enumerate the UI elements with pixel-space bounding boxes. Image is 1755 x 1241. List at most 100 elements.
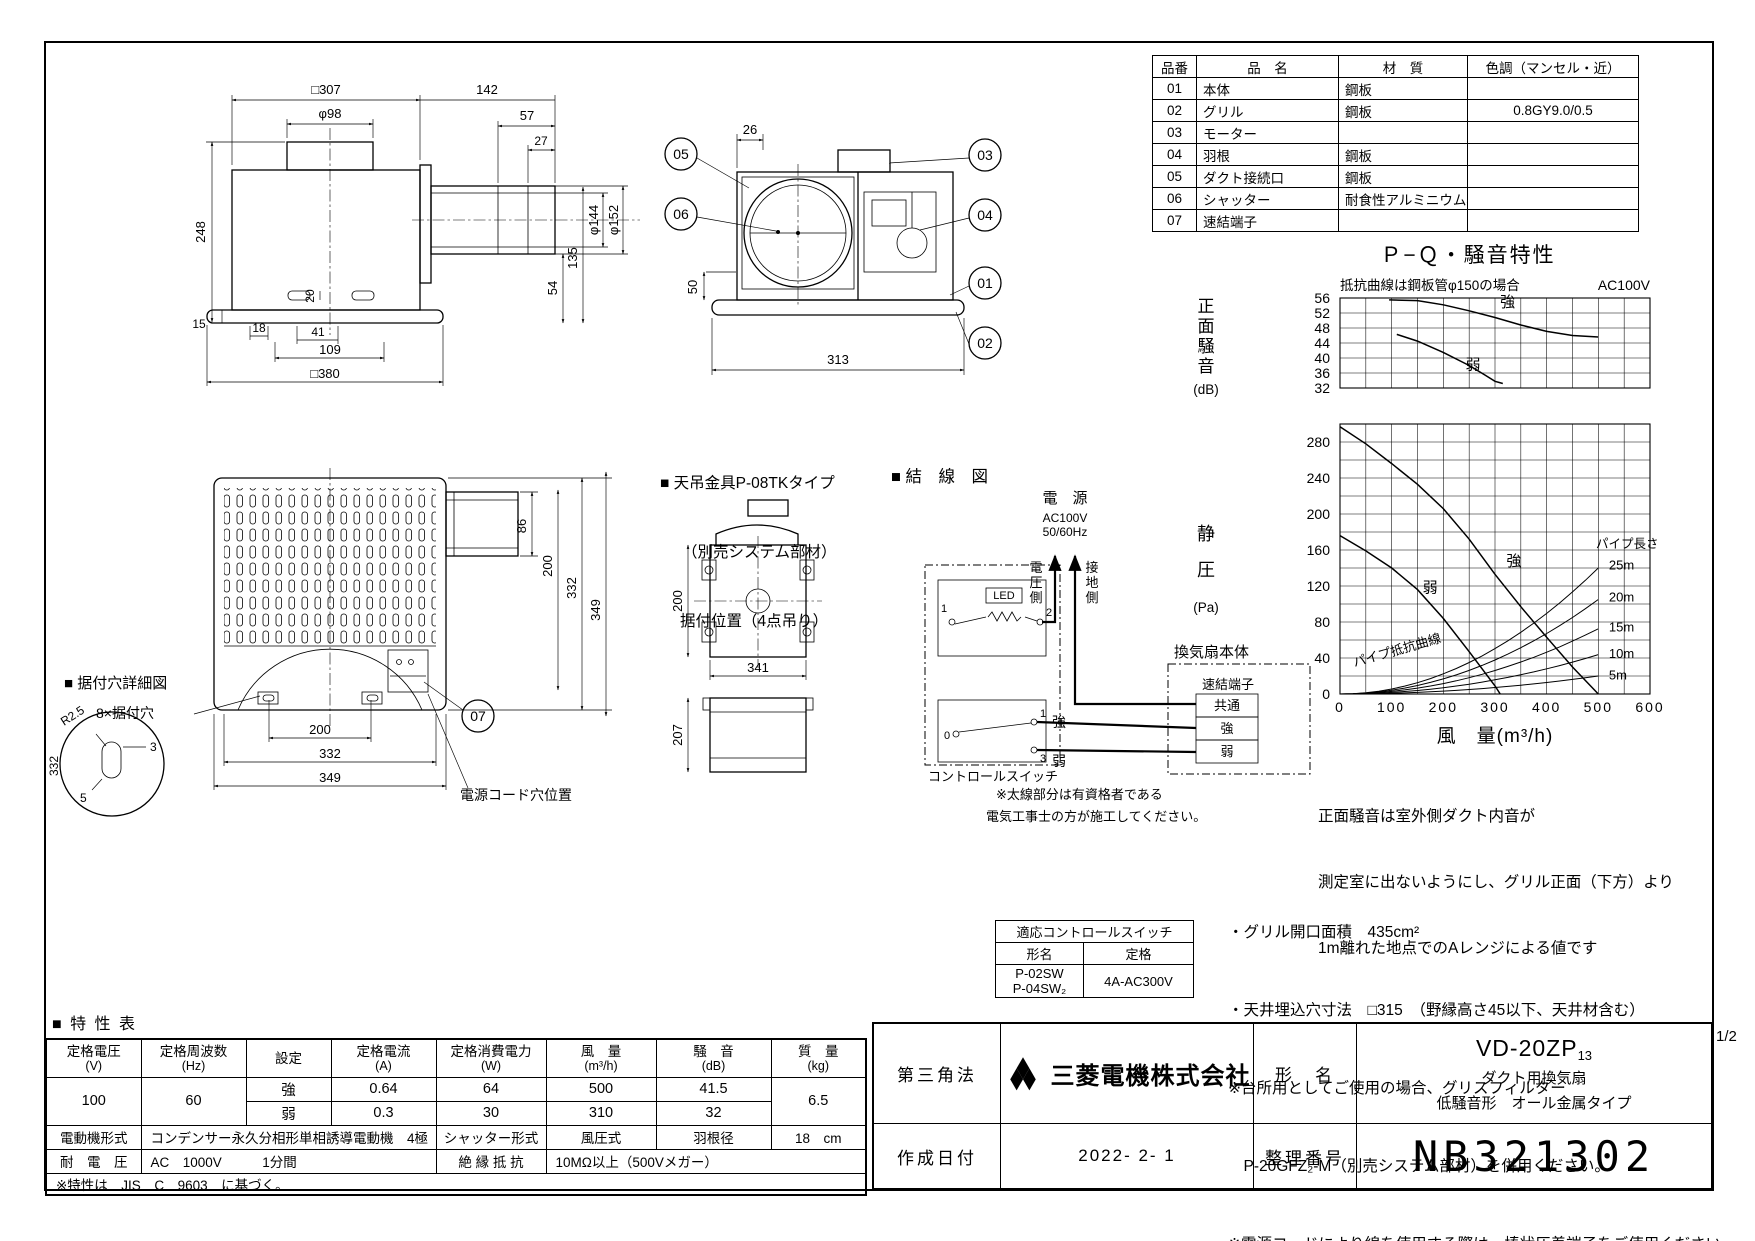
pipe-curve-annotation: パイプ抵抗曲線 <box>1351 630 1443 670</box>
noise-ytick: 44 <box>1314 335 1330 351</box>
wiring-note-1: ※太線部分は有資格者である <box>996 787 1163 802</box>
dim-label: 135 <box>565 247 580 269</box>
page-number: 1/2 <box>1716 1028 1737 1045</box>
col-header-name: 品 名 <box>1196 55 1339 78</box>
model-description: ダクト用換気扇 <box>1481 1069 1587 1087</box>
col-header-color: 色調（マンセル・近） <box>1467 55 1639 78</box>
spec-header-row: 定格電圧(V) 定格周波数(Hz) 設定 定格電流(A) 定格消費電力(W) 風… <box>45 1038 867 1078</box>
dim-label: R2.5 <box>58 703 87 729</box>
dim-label: 15 <box>192 317 206 331</box>
series-label: 強 <box>1500 294 1515 311</box>
pressure-ytick: 40 <box>1314 650 1330 666</box>
ref-number-cell: NB321302 <box>1412 1131 1656 1181</box>
noise-axis-title: 面 <box>1198 317 1215 336</box>
dim-label: 18 <box>252 321 266 335</box>
dim-label: 20 <box>303 289 317 303</box>
wiring-note-2: 電気工事士の方が施工してください。 <box>986 809 1206 824</box>
general-notes: ・グリル開口面積 435cm² ・天井埋込穴寸法 □315 （野縁高さ45以下、… <box>1228 924 1737 1241</box>
ref-label-cell: 整理番号 <box>1254 1124 1357 1188</box>
switch-table-title: 適応コントロールスイッチ <box>994 920 1195 943</box>
pressure-axis-title: 静 <box>1197 524 1215 544</box>
led-label: LED <box>993 590 1014 602</box>
dim-label: 313 <box>827 352 849 367</box>
flow-xtick: 600 <box>1635 699 1664 715</box>
power-label: 電 源 <box>1042 490 1087 507</box>
dim-label: 57 <box>520 108 534 123</box>
model-number: VD-20ZP <box>1475 1034 1578 1061</box>
dim-label: 27 <box>534 134 548 148</box>
spec-strong-row: 100 60 強 0.64 64 500 41.5 6.5 <box>45 1076 867 1126</box>
noise-ytick: 36 <box>1314 365 1330 381</box>
pressure-axis-title: 圧 <box>1197 560 1215 580</box>
chart-subnote-right: AC100V <box>1598 277 1651 293</box>
pipe-length-label: 20m <box>1609 590 1634 605</box>
pressure-ytick: 200 <box>1307 506 1331 522</box>
terminal-strong: 強 <box>1220 721 1233 736</box>
dim-label: 332 <box>319 746 341 761</box>
hole-detail-drawing: ■ 据付穴詳細図 R2.5 3 5 332 <box>47 675 167 817</box>
model-suffix: 13 <box>1577 1047 1593 1063</box>
pressure-ytick: 0 <box>1322 686 1330 702</box>
pressure-ytick: 80 <box>1314 614 1330 630</box>
dim-label: 332 <box>47 756 61 776</box>
dim-label: 332 <box>564 577 579 599</box>
wiring-diagram: ■ 結 線 図 電 源 AC100V 50/60Hz 電圧側 接地側 LED 1… <box>891 467 1311 824</box>
bracket-drawing: 200 341 207 <box>670 499 822 773</box>
callout-03: 03 <box>977 147 993 163</box>
pressure-ytick: 240 <box>1307 470 1331 486</box>
dim-label: 248 <box>193 221 208 243</box>
hole-detail-title: ■ 据付穴詳細図 <box>64 675 167 692</box>
ground-side-label: 接地側 <box>1085 560 1098 605</box>
date-label-cell: 作成日付 <box>874 1124 1001 1188</box>
side-view-drawing: □307 φ98 142 57 27 248 15 20 54 135 φ144… <box>192 82 640 386</box>
chart-subnote-left: 抵抗曲線は鋼板管φ150の場合 <box>1340 278 1520 293</box>
flow-xtick: 400 <box>1532 699 1561 715</box>
spec-voltage-row: 耐 電 圧 AC 1000V 1分間 絶 縁 抵 抗 10MΩ以上（500Vメガ… <box>45 1148 867 1174</box>
terminal-weak: 弱 <box>1220 744 1233 759</box>
terminal-common: 共通 <box>1214 698 1240 713</box>
dim-label: □307 <box>311 82 341 97</box>
pipe-length-label: 25m <box>1609 557 1634 572</box>
voltage-label: AC100V <box>1043 511 1088 525</box>
dim-label: 200 <box>540 555 555 577</box>
plan-view-drawing: 86 200 332 349 200 332 349 07 8×据付穴 電源コー… <box>96 468 612 803</box>
wiring-title: ■ 結 線 図 <box>891 467 988 486</box>
callout-04: 04 <box>977 207 993 223</box>
pressure-ytick: 280 <box>1307 434 1331 450</box>
callout-05: 05 <box>673 146 689 162</box>
pipe-length-label: 5m <box>1609 668 1627 683</box>
flow-xtick: 500 <box>1584 699 1613 715</box>
flow-xtick: 100 <box>1377 699 1406 715</box>
flow-axis-title: 風 量(m³/h) <box>1437 726 1554 747</box>
dim-label: 142 <box>476 82 498 97</box>
sheet-frame <box>44 41 1714 1191</box>
noise-ytick: 40 <box>1314 350 1330 366</box>
parts-header-row: 品番 品 名 材 質 色調（マンセル・近） <box>1152 55 1639 78</box>
dim-label: φ152 <box>606 205 621 235</box>
hot-side-label: 電圧側 <box>1029 560 1042 605</box>
noise-ytick: 56 <box>1314 290 1330 306</box>
weak-wire-label: 弱 <box>1052 753 1066 769</box>
pipe-length-label: 10m <box>1609 646 1634 661</box>
title-block: 第三角法 三菱電機株式会社 形 名 VD-20ZP13 ダクト用換気扇 低騒音形… <box>872 1022 1713 1190</box>
callout-07: 07 <box>470 708 486 724</box>
characteristics-table: 定格電圧(V) 定格周波数(Hz) 設定 定格電流(A) 定格消費電力(W) 風… <box>45 1038 867 1196</box>
front-view-drawing: 26 50 313 05 06 03 04 01 02 <box>664 122 1002 375</box>
dim-label: φ98 <box>319 106 342 121</box>
pressure-ytick: 120 <box>1307 578 1331 594</box>
chart-title: Ｐ−Ｑ・騒音特性 <box>1380 244 1555 267</box>
switch-rating: 4A-AC300V <box>1082 964 1195 998</box>
frequency-label: 50/60Hz <box>1043 525 1088 539</box>
dim-label: 86 <box>514 519 529 533</box>
model-type: 低騒音形 オール金属タイプ <box>1436 1094 1632 1112</box>
company-name: 三菱電機株式会社 <box>1050 1063 1251 1090</box>
bracket-note: ■ 天吊金具P-08TKタイプ （別売システム部材） 据付位置（4点吊り） <box>660 475 837 630</box>
contact-1-label: 1 <box>941 603 947 615</box>
noise-axis-title: 騒 <box>1198 337 1215 356</box>
power-cord-label: 電源コード穴位置 <box>460 787 572 803</box>
